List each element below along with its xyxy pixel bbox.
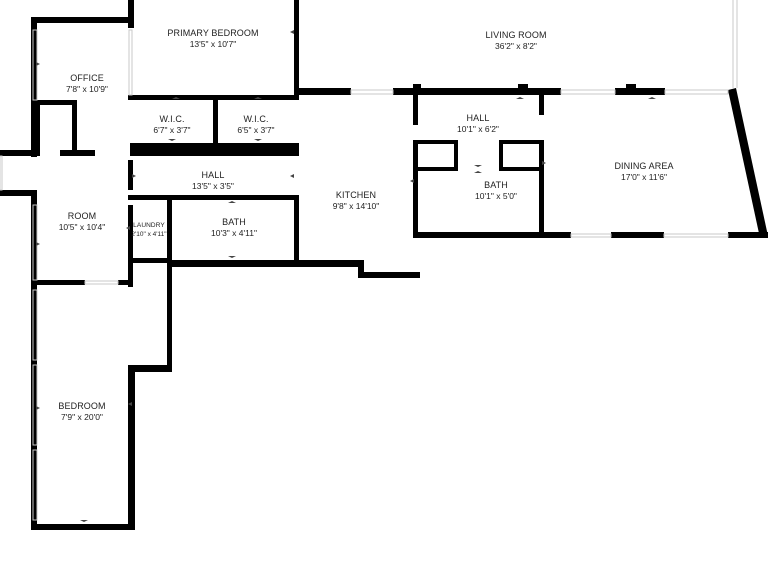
door-ticks [36,30,656,522]
room-name: HALL [466,113,490,123]
room-label-laundry: LAUNDRY 2'10" x 4'11" [131,222,166,240]
room-label-living-room: LIVING ROOM 36'2" x 8'2" [485,29,546,53]
room-name: LAUNDRY [133,222,165,229]
windows [0,0,738,521]
room-dimensions: 6'7" x 3'7" [153,125,191,136]
room-label-room: ROOM 10'5" x 10'4" [59,210,106,234]
room-dimensions: 10'1" x 6'2" [457,124,499,135]
walls [0,0,768,530]
room-dimensions: 13'5" x 10'7" [189,39,237,50]
room-dimensions: 2'10" x 4'11" [131,230,167,238]
room-name: ROOM [67,211,97,221]
room-label-primary-bedroom: PRIMARY BEDROOM 13'5" x 10'7" [167,27,258,51]
room-name: LIVING ROOM [485,30,547,40]
room-name: BATH [222,217,246,227]
room-dimensions: 7'9" x 20'0" [61,412,103,423]
room-dimensions: 10'5" x 10'4" [58,222,106,233]
room-dimensions: 36'2" x 8'2" [495,41,537,52]
room-name: HALL [201,170,225,180]
room-dimensions: 10'3" x 4'11" [211,228,257,239]
room-label-hall-upper: HALL 10'1" x 6'2" [457,112,499,136]
room-dimensions: 6'5" x 3'7" [237,125,275,136]
room-label-dining-area: DINING AREA 17'0" x 11'6" [614,160,673,184]
room-label-wic-1: W.I.C. 6'7" x 3'7" [153,113,190,137]
room-label-bath-center: BATH 10'3" x 4'11" [211,216,257,240]
room-dimensions: 10'1" x 5'0" [475,191,517,202]
room-name: W.I.C. [243,114,269,124]
room-name: BATH [484,180,508,190]
room-name: DINING AREA [614,161,674,171]
room-name: BEDROOM [58,401,106,411]
room-label-bath-right: BATH 10'1" x 5'0" [475,179,517,203]
room-name: KITCHEN [335,190,377,200]
room-label-hall-center: HALL 13'5" x 3'5" [192,169,234,193]
room-name: OFFICE [70,73,104,83]
room-dimensions: 9'8" x 14'10" [332,201,380,212]
room-dimensions: 7'8" x 10'9" [66,84,108,95]
room-name: W.I.C. [159,114,185,124]
room-label-kitchen: KITCHEN 9'8" x 14'10" [333,189,380,213]
room-label-office: OFFICE 7'8" x 10'9" [66,72,108,96]
room-name: PRIMARY BEDROOM [167,28,259,38]
room-dimensions: 17'0" x 11'6" [621,172,667,183]
room-label-wic-2: W.I.C. 6'5" x 3'7" [237,113,274,137]
room-dimensions: 13'5" x 3'5" [192,181,234,192]
room-label-bedroom: BEDROOM 7'9" x 20'0" [58,400,105,424]
